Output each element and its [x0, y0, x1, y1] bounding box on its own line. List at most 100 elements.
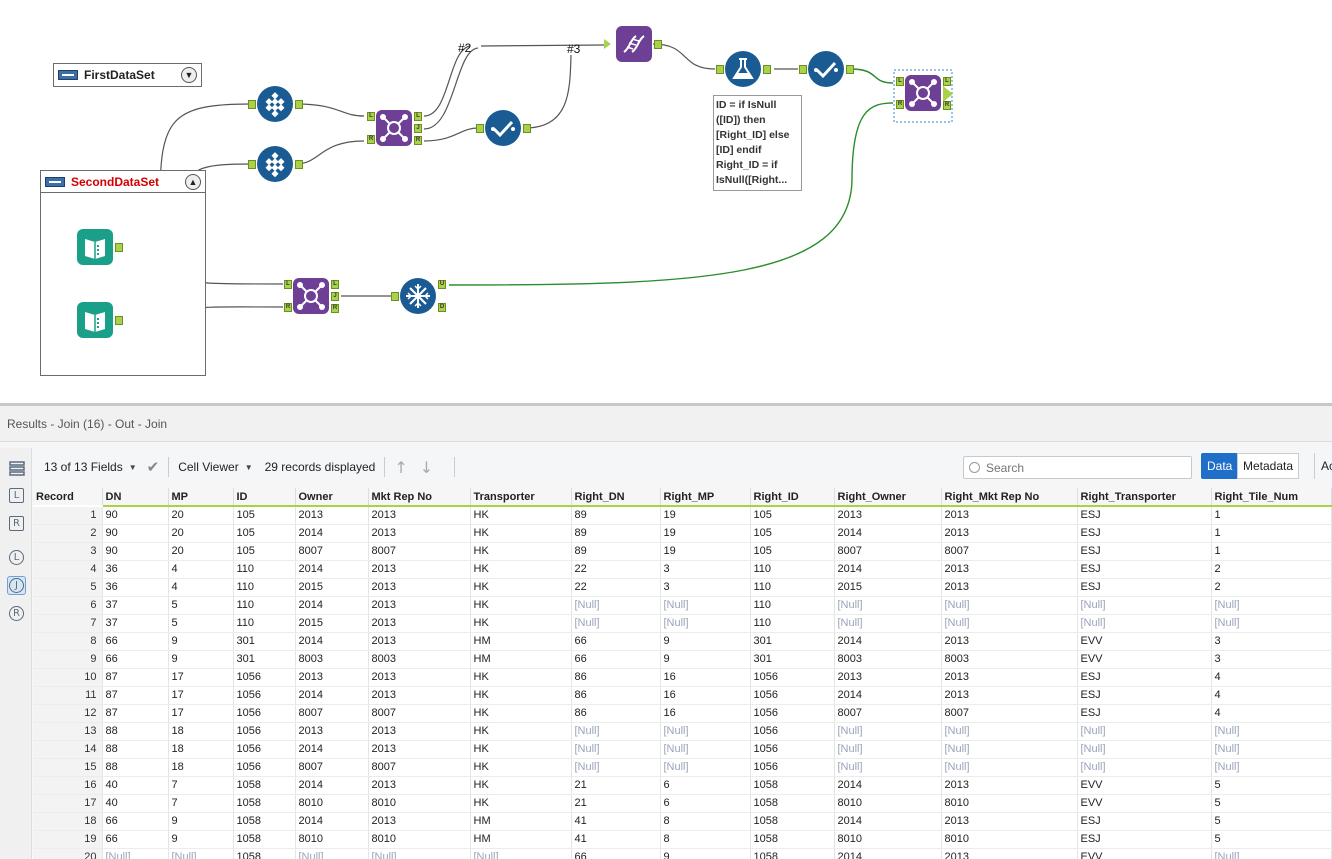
record-number-cell[interactable]: 17 — [33, 794, 103, 813]
table-cell[interactable]: HM — [470, 632, 572, 651]
table-cell[interactable]: 2014 — [834, 524, 942, 543]
table-cell[interactable]: 40 — [102, 794, 169, 813]
table-cell[interactable]: 8007 — [368, 704, 471, 723]
left-input-anchor[interactable]: L — [896, 77, 904, 86]
table-cell[interactable]: 2015 — [295, 614, 369, 633]
table-cell[interactable]: 3 — [660, 578, 751, 597]
column-header[interactable]: Right_Owner — [834, 488, 942, 507]
table-cell[interactable]: [Null] — [470, 848, 572, 859]
table-cell[interactable]: 16 — [660, 686, 751, 705]
cell-viewer-dropdown[interactable]: Cell Viewer ▼ — [178, 460, 252, 474]
output-anchor[interactable] — [523, 124, 531, 133]
table-cell[interactable]: 20 — [168, 506, 234, 525]
record-number-cell[interactable]: 19 — [33, 830, 103, 849]
rail-right-input-button[interactable]: R — [7, 514, 26, 533]
select-tool[interactable] — [799, 51, 854, 87]
column-header[interactable]: Right_Transporter — [1077, 488, 1212, 507]
table-cell[interactable]: 18 — [168, 758, 234, 777]
table-cell[interactable]: 105 — [233, 542, 296, 561]
table-cell[interactable]: HK — [470, 740, 572, 759]
table-cell[interactable]: HK — [470, 596, 572, 615]
table-cell[interactable]: 87 — [102, 704, 169, 723]
data-tab-button[interactable]: Data — [1201, 453, 1239, 479]
table-cell[interactable]: [Null] — [102, 848, 169, 859]
table-cell[interactable]: 110 — [233, 596, 296, 615]
record-number-cell[interactable]: 12 — [33, 704, 103, 723]
table-cell[interactable]: 20 — [168, 542, 234, 561]
table-cell[interactable]: 2013 — [368, 614, 471, 633]
table-cell[interactable]: 41 — [571, 830, 661, 849]
table-cell[interactable]: 8010 — [295, 794, 369, 813]
table-cell[interactable]: ESJ — [1077, 704, 1212, 723]
table-cell[interactable]: [Null] — [1077, 740, 1212, 759]
table-cell[interactable]: [Null] — [571, 722, 661, 741]
output-anchor[interactable] — [115, 316, 123, 325]
table-cell[interactable]: EVV — [1077, 848, 1212, 859]
table-cell[interactable]: 9 — [660, 650, 751, 669]
table-cell[interactable]: [Null] — [1077, 614, 1212, 633]
formula-annotation[interactable]: ID = if IsNull ([ID]) then [Right_ID] el… — [713, 95, 802, 191]
table-cell[interactable]: ESJ — [1077, 524, 1212, 543]
table-cell[interactable]: 2014 — [295, 740, 369, 759]
right-output-anchor[interactable]: R — [331, 304, 339, 313]
actions-button[interactable]: Ac — [1314, 453, 1332, 479]
table-cell[interactable]: 2013 — [941, 506, 1078, 525]
table-cell[interactable]: 1058 — [750, 776, 835, 795]
table-cell[interactable]: 3 — [1211, 632, 1332, 651]
table-cell[interactable]: [Null] — [1077, 596, 1212, 615]
table-cell[interactable]: 1058 — [233, 812, 296, 831]
column-header[interactable]: MP — [168, 488, 234, 507]
table-cell[interactable]: [Null] — [834, 740, 942, 759]
table-cell[interactable]: 5 — [1211, 794, 1332, 813]
table-cell[interactable]: 2013 — [368, 524, 471, 543]
table-cell[interactable]: ESJ — [1077, 542, 1212, 561]
table-cell[interactable]: 2013 — [941, 524, 1078, 543]
table-cell[interactable]: 1056 — [750, 740, 835, 759]
table-cell[interactable]: 66 — [102, 632, 169, 651]
record-number-cell[interactable]: 7 — [33, 614, 103, 633]
table-cell[interactable]: [Null] — [368, 848, 471, 859]
table-cell[interactable]: 1056 — [233, 722, 296, 741]
table-cell[interactable]: ESJ — [1077, 560, 1212, 579]
table-cell[interactable]: 2013 — [368, 776, 471, 795]
table-cell[interactable]: 19 — [660, 524, 751, 543]
record-number-cell[interactable]: 18 — [33, 812, 103, 831]
table-cell[interactable]: 8007 — [941, 542, 1078, 561]
output-anchor[interactable] — [115, 243, 123, 252]
table-cell[interactable]: 2013 — [368, 560, 471, 579]
table-cell[interactable]: [Null] — [660, 614, 751, 633]
table-cell[interactable]: 110 — [750, 560, 835, 579]
table-cell[interactable]: 5 — [168, 596, 234, 615]
table-cell[interactable]: 2013 — [941, 578, 1078, 597]
unique-tool[interactable]: U D — [391, 278, 446, 314]
table-cell[interactable]: [Null] — [571, 614, 661, 633]
table-cell[interactable]: [Null] — [660, 722, 751, 741]
table-cell[interactable]: 4 — [1211, 704, 1332, 723]
table-cell[interactable]: 5 — [1211, 812, 1332, 831]
table-cell[interactable]: 90 — [102, 524, 169, 543]
table-cell[interactable]: 2014 — [834, 848, 942, 859]
table-cell[interactable]: [Null] — [571, 758, 661, 777]
table-cell[interactable]: 8010 — [834, 830, 942, 849]
table-cell[interactable]: 1056 — [750, 722, 835, 741]
table-cell[interactable]: 1058 — [233, 776, 296, 795]
right-input-anchor[interactable]: R — [367, 135, 375, 144]
table-cell[interactable]: 21 — [571, 776, 661, 795]
table-cell[interactable]: 89 — [571, 524, 661, 543]
join-output-anchor[interactable]: J — [331, 292, 339, 301]
table-cell[interactable]: ESJ — [1077, 668, 1212, 687]
table-cell[interactable]: 4 — [168, 560, 234, 579]
table-cell[interactable]: 89 — [571, 506, 661, 525]
table-cell[interactable]: 2014 — [834, 686, 942, 705]
table-cell[interactable]: 105 — [233, 524, 296, 543]
table-cell[interactable]: 17 — [168, 686, 234, 705]
table-cell[interactable]: 4 — [1211, 668, 1332, 687]
table-cell[interactable]: 90 — [102, 506, 169, 525]
